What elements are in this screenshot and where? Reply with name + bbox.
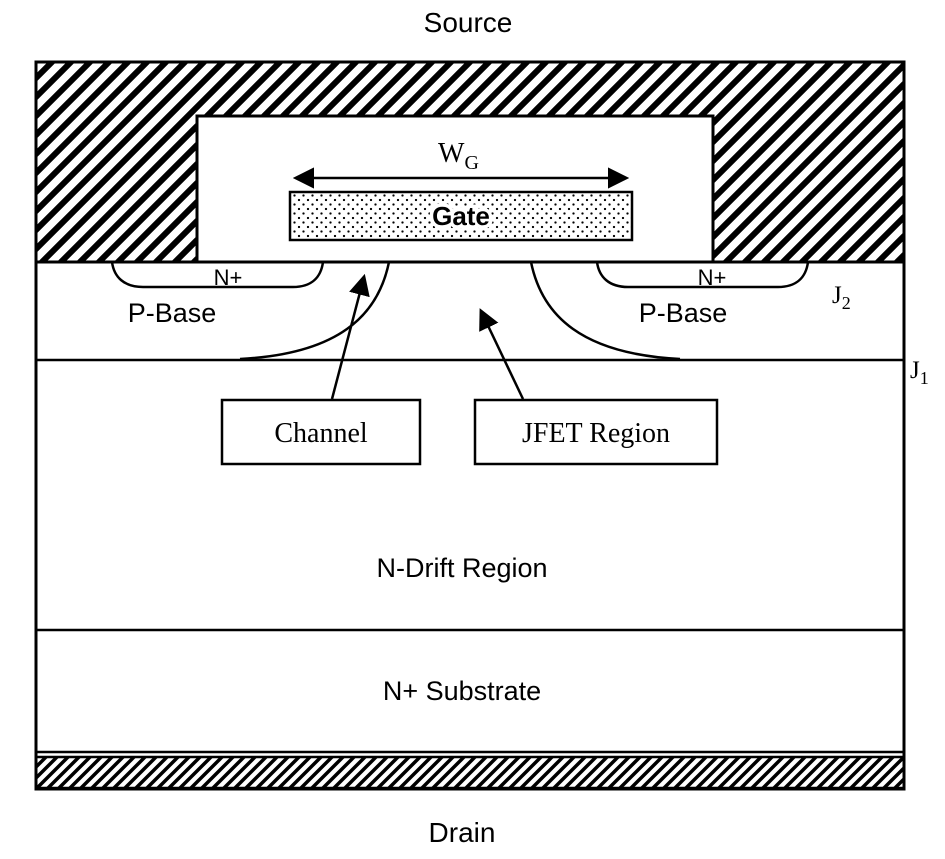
channel-callout-box	[220, 398, 422, 466]
junction-2-subscript: 2	[842, 293, 851, 313]
p-base-curve-right	[529, 261, 681, 361]
p-base-curve-left	[239, 261, 391, 361]
junction-2-label: J2	[832, 282, 851, 313]
device-outline	[34, 60, 906, 791]
jfet-callout-arrow	[479, 308, 525, 400]
source-terminal-label: Source	[424, 7, 513, 38]
n-plus-region-left	[110, 261, 325, 289]
gate-electrode	[288, 190, 634, 242]
p-base-label-left: P-Base	[128, 298, 217, 328]
jfet-region-label: JFET Region	[522, 418, 670, 449]
gate-width-subscript: G	[464, 152, 478, 174]
n-drift-region-label: N-Drift Region	[376, 553, 547, 583]
gate-label: Gate	[432, 201, 490, 231]
gate-width-symbol: W	[438, 138, 465, 169]
gate-width-label: WG	[438, 138, 479, 174]
junction-2-symbol: J	[832, 282, 842, 309]
n-plus-label-left: N+	[214, 265, 243, 290]
channel-label: Channel	[274, 418, 368, 449]
drain-metal-hatched	[34, 755, 906, 790]
n-plus-region-right	[595, 261, 810, 289]
junction-1-label: J1	[910, 357, 929, 388]
junction-1-symbol: J	[910, 357, 920, 384]
drain-terminal-label: Drain	[429, 817, 496, 848]
n-plus-label-right: N+	[698, 265, 727, 290]
n-substrate-label: N+ Substrate	[383, 676, 541, 706]
junction-1-subscript: 1	[920, 368, 929, 388]
channel-callout-arrow	[330, 273, 370, 400]
p-base-label-right: P-Base	[639, 298, 728, 328]
jfet-callout-box	[473, 398, 719, 466]
